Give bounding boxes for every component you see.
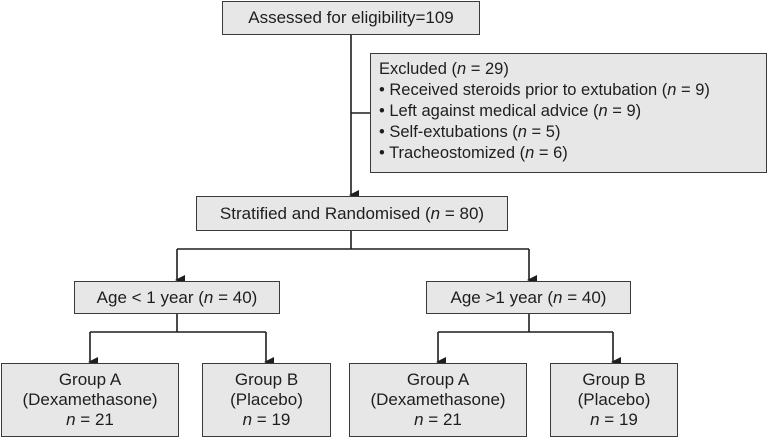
excluded-box: Excluded (n = 29) • Received steroids pr… [370, 53, 767, 173]
group-name: Group A [406, 370, 470, 389]
excluded-item-steroids: • Received steroids prior to extubation … [379, 81, 710, 99]
assessed-box: Assessed for eligibility=109 [222, 1, 480, 35]
excluded-heading: Excluded (n = 29) [379, 60, 509, 78]
group-drug: (Placebo) [577, 390, 651, 409]
group-box-4: Group B (Placebo) n = 19 [550, 363, 678, 437]
age-over-label: Age >1 year (n = 40) [450, 287, 607, 307]
group-box-2: Group B (Placebo) n = 19 [202, 363, 331, 437]
excluded-item-self-extubation: • Self-extubations (n = 5) [379, 123, 561, 141]
age-under-label: Age < 1 year (n = 40) [96, 287, 258, 307]
group-name: Group B [582, 370, 646, 389]
age-over-box: Age >1 year (n = 40) [426, 281, 631, 314]
randomised-label: Stratified and Randomised (n = 80) [219, 203, 485, 223]
group-count: n = 21 [66, 410, 114, 429]
excluded-item-against-advice: • Left against medical advice (n = 9) [379, 102, 642, 120]
group-count: n = 19 [590, 410, 638, 429]
excluded-item-tracheostomized: • Tracheostomized (n = 6) [379, 144, 568, 162]
randomised-box: Stratified and Randomised (n = 80) [196, 196, 508, 231]
group-drug: (Dexamethasone) [22, 390, 158, 409]
group-box-3: Group A (Dexamethasone) n = 21 [349, 363, 527, 437]
group-box-1: Group A (Dexamethasone) n = 21 [1, 363, 179, 437]
group-name: Group A [58, 370, 122, 389]
assessed-label: Assessed for eligibility=109 [248, 8, 454, 27]
group-count: n = 21 [414, 410, 462, 429]
group-drug: (Placebo) [230, 390, 303, 409]
group-drug: (Dexamethasone) [370, 390, 506, 409]
age-under-box: Age < 1 year (n = 40) [74, 281, 280, 314]
group-name: Group B [234, 370, 299, 389]
group-count: n = 19 [242, 410, 291, 429]
